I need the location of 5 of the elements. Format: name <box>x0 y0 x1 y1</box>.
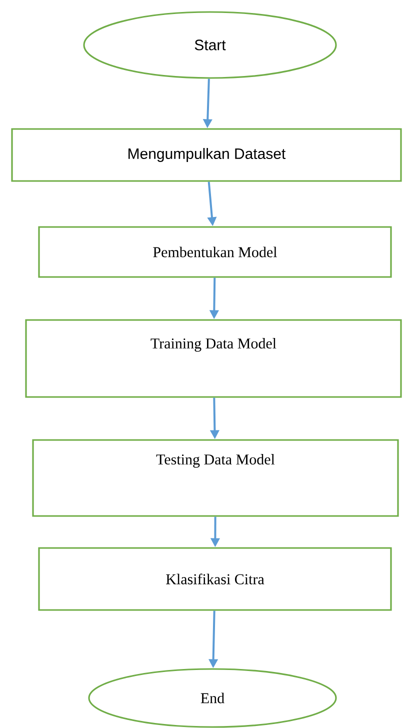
process-box: Mengumpulkan Dataset <box>11 128 402 182</box>
process-box: Pembentukan Model <box>38 226 392 278</box>
process-box: Klasifikasi Citra <box>38 547 392 611</box>
process-box: Training Data Model <box>25 319 402 398</box>
process-box: Testing Data Model <box>32 439 399 517</box>
